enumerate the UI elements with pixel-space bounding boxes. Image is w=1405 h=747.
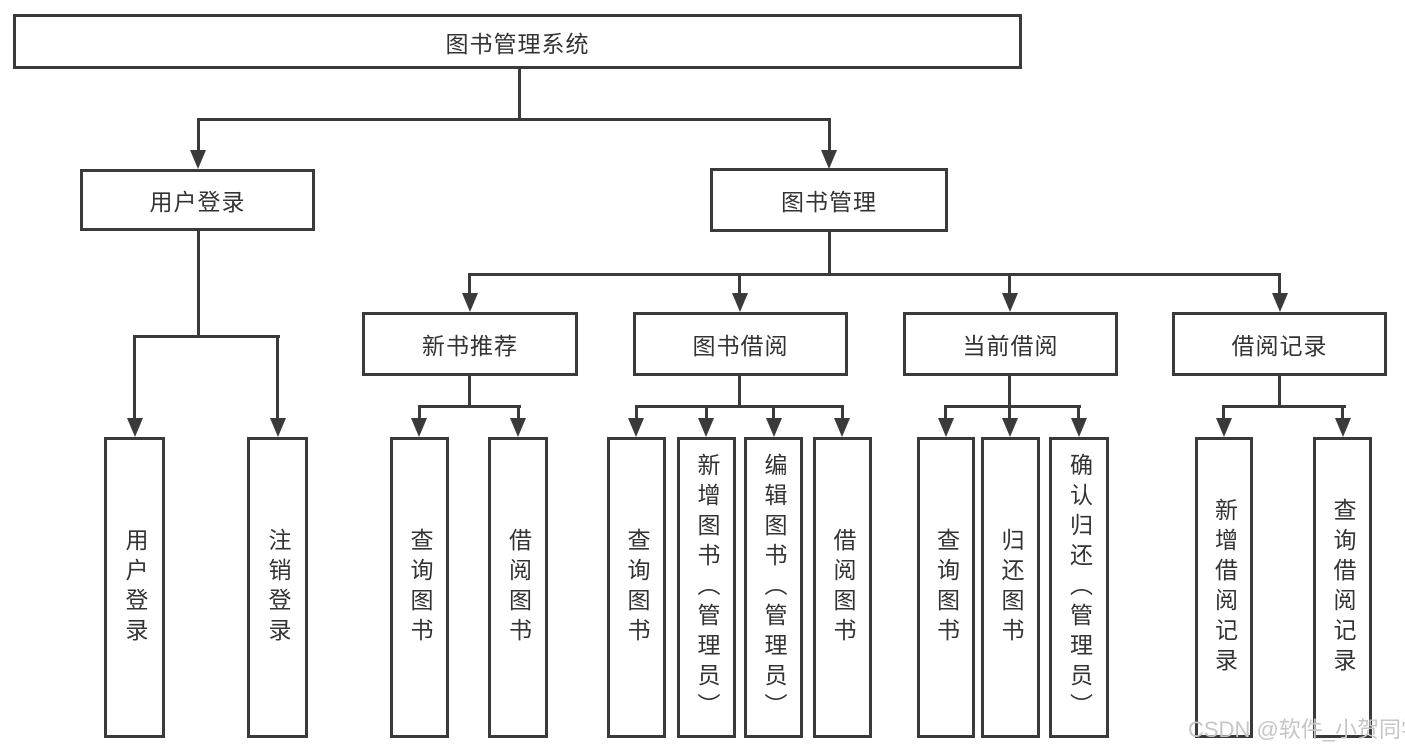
connector-line [197,118,831,121]
connector-line [197,118,200,152]
leaf-current-query-book: 查询图书 [917,437,975,738]
arrow-down-icon [190,150,206,169]
node-book-management: 图书管理 [710,168,948,232]
connector-line [772,405,775,421]
connector-line [1222,405,1346,408]
connector-line [133,335,280,338]
connector-line [276,335,279,420]
connector-line [518,69,521,120]
arrow-down-icon [1002,293,1018,312]
connector-line [738,273,741,295]
arrow-down-icon [1002,418,1018,437]
connector-line [133,335,136,420]
connector-line [1008,376,1011,408]
connector-line [1341,405,1344,421]
connector-line [1278,273,1281,295]
connector-line [828,232,831,273]
connector-line [635,405,638,421]
connector-line [738,376,741,408]
arrow-down-icon [628,418,644,437]
connector-line [1077,405,1080,421]
leaf-current-confirm-return-admin: 确认归还（管理员） [1049,437,1109,738]
node-current-borrow: 当前借阅 [903,312,1118,376]
connector-line [468,376,471,408]
arrow-down-icon [1272,293,1288,312]
connector-line [705,405,708,421]
leaf-borrow-edit-book-admin: 编辑图书（管理员） [744,437,803,738]
node-root: 图书管理系统 [13,14,1022,69]
leaf-records-query-record: 查询借阅记录 [1313,437,1372,738]
connector-line [517,405,520,421]
leaf-borrow-add-book-admin: 新增图书（管理员） [677,437,736,738]
leaf-recommend-borrow-book: 借阅图书 [488,437,548,738]
arrow-down-icon [1216,418,1232,437]
connector-line [1008,273,1011,295]
leaf-borrow-borrow-book: 借阅图书 [813,437,872,738]
arrow-down-icon [698,418,714,437]
csdn-watermark: CSDN @软件_小贺同学 [1188,717,1405,742]
arrow-down-icon [834,418,850,437]
node-new-book-recommend: 新书推荐 [362,312,578,376]
node-book-borrow: 图书借阅 [633,312,848,376]
arrow-down-icon [462,293,478,312]
arrow-down-icon [766,418,782,437]
connector-line [468,273,1281,276]
leaf-recommend-query-book: 查询图书 [390,437,449,738]
arrow-down-icon [270,418,286,437]
connector-line [944,405,947,421]
node-borrow-records: 借阅记录 [1172,312,1387,376]
connector-line [1278,376,1281,408]
connector-line [1222,405,1225,421]
leaf-records-add-record: 新增借阅记录 [1195,437,1253,738]
leaf-user-login: 用户登录 [104,437,165,738]
connector-line [944,405,1081,408]
arrow-down-icon [821,150,837,169]
connector-line [828,118,831,152]
connector-line [197,231,200,338]
connector-line [635,405,844,408]
arrow-down-icon [938,418,954,437]
arrow-down-icon [127,418,143,437]
connector-line [468,273,471,295]
arrow-down-icon [732,293,748,312]
node-user-login: 用户登录 [80,169,315,231]
arrow-down-icon [510,418,526,437]
arrow-down-icon [1071,418,1087,437]
leaf-borrow-query-book: 查询图书 [607,437,666,738]
arrow-down-icon [1335,418,1351,437]
arrow-down-icon [411,418,427,437]
connector-line [418,405,521,408]
connector-line [841,405,844,421]
leaf-current-return-book: 归还图书 [981,437,1040,738]
connector-line [418,405,421,421]
leaf-user-logout: 注销登录 [247,437,308,738]
connector-line [1008,405,1011,421]
